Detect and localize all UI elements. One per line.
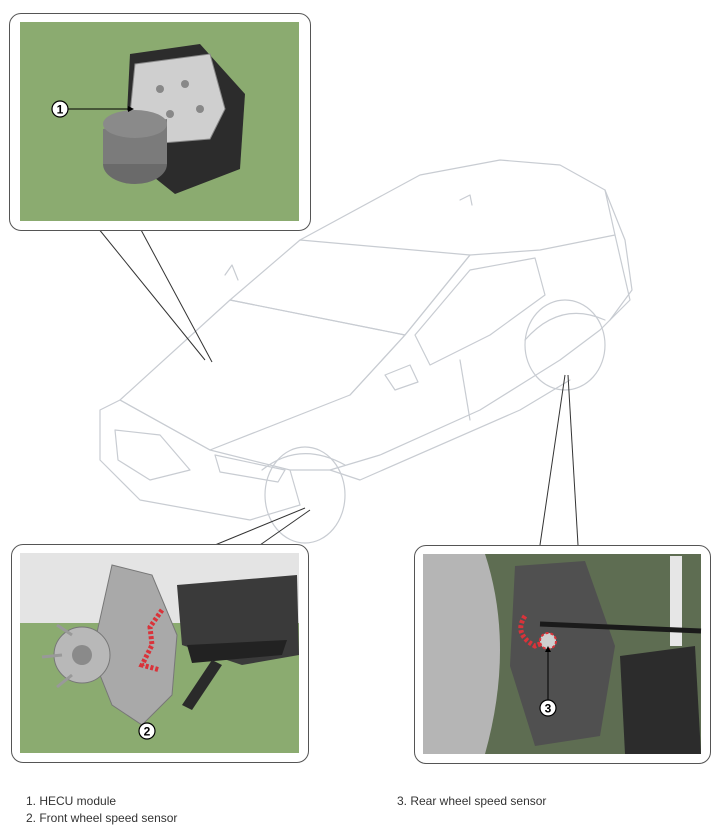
leader-rear-a: [539, 374, 566, 546]
leader-front-a: [214, 507, 306, 546]
callout-3-label: 3: [545, 702, 552, 716]
front-sensor-photo: 2: [20, 553, 299, 753]
car-front-wheel: [264, 446, 346, 544]
callout-2-label: 2: [144, 725, 151, 739]
car-extra-mirror: [224, 264, 239, 281]
car-side-body: [289, 234, 631, 471]
car-grille: [114, 429, 191, 481]
leader-front-b: [259, 509, 311, 546]
car-rear: [604, 189, 633, 321]
legend-item-rear-wheel-speed-sensor: 3. Rear wheel speed sensor: [397, 794, 547, 808]
legend-right: 3. Rear wheel speed sensor: [397, 793, 546, 810]
rear-sensor-inset: 3: [414, 545, 711, 764]
leader-rear-b: [567, 374, 579, 546]
leader-hecu-a: [97, 227, 206, 361]
car-hood: [119, 299, 406, 451]
car-rear-wheel: [524, 299, 606, 391]
car-side-windows: [414, 257, 546, 366]
leader-hecu-b: [139, 227, 213, 363]
rear-sensor-photo: 3: [423, 554, 702, 754]
car-front-bumper: [99, 399, 301, 521]
car-fender-front: [261, 453, 346, 471]
car-fender-rear: [524, 312, 606, 341]
car-roof-line: [299, 159, 616, 241]
legend-item-hecu-module: 1. HECU module: [26, 794, 117, 808]
callout-1-label: 1: [57, 103, 64, 117]
car-side-sill: [329, 379, 571, 481]
car-antenna: [459, 194, 473, 206]
hecu-photo: 1: [20, 22, 299, 221]
car-mirror: [384, 364, 419, 391]
legend-item-front-wheel-speed-sensor: 2. Front wheel speed sensor: [26, 811, 178, 825]
front-sensor-inset: 2: [11, 544, 309, 763]
legend-left: 1. HECU module 2. Front wheel speed sens…: [26, 793, 177, 827]
car-door-line: [459, 359, 471, 421]
car-headlight: [214, 454, 286, 483]
hecu-inset: 1: [9, 13, 311, 231]
car-windshield: [229, 239, 471, 336]
